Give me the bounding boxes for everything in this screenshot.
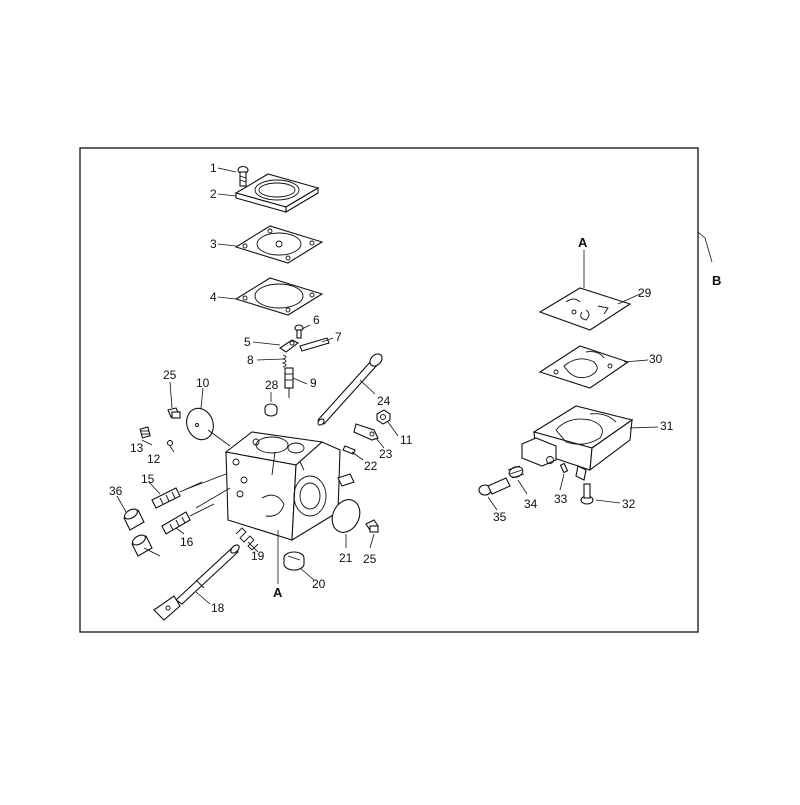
- part-15-adjusting-needle: [151, 481, 203, 509]
- label-6: 6: [313, 313, 320, 327]
- label-11: 11: [400, 433, 413, 447]
- part-3-diaphragm: [234, 225, 324, 264]
- label-25-upper: 25: [163, 368, 177, 382]
- label-33: 33: [554, 492, 568, 506]
- part-33-pin: [559, 462, 569, 474]
- label-25-lower: 25: [363, 552, 377, 566]
- label-1: 1: [210, 161, 217, 175]
- part-7-pin: [299, 337, 330, 352]
- label-18: 18: [211, 601, 225, 615]
- label-22: 22: [364, 459, 378, 473]
- part-19-spring: [235, 527, 259, 551]
- part-30-diaphragm: [538, 345, 630, 389]
- label-10: 10: [196, 376, 210, 390]
- label-28: 28: [265, 378, 279, 392]
- label-12: 12: [147, 452, 161, 466]
- part-12-ball: [166, 439, 174, 447]
- label-31: 31: [660, 419, 674, 433]
- label-7: 7: [335, 330, 342, 344]
- part-labels-right: A 29 30 31 32 33 34 35: [493, 235, 674, 524]
- label-34: 34: [524, 497, 538, 511]
- part-18-throttle-shaft: [153, 544, 240, 621]
- label-3: 3: [210, 237, 217, 251]
- part-24-choke-shaft: [317, 353, 383, 426]
- label-24: 24: [377, 394, 391, 408]
- label-35: 35: [493, 510, 507, 524]
- part-25-screw-lower: [365, 519, 379, 533]
- label-29: 29: [638, 286, 652, 300]
- part-13-screw: [139, 426, 151, 439]
- part-23-lever: [353, 423, 379, 441]
- part-5-lever: [279, 339, 300, 353]
- label-20: 20: [312, 577, 326, 591]
- part-25-screw-upper: [167, 407, 181, 419]
- label-19: 19: [251, 549, 265, 563]
- view-marker-a-left: A: [273, 585, 283, 600]
- label-32: 32: [622, 497, 636, 511]
- part-labels-left: 1 2 3 4 5 6 7 8 9 10 11 12 13 15 16 18 1…: [109, 161, 413, 615]
- label-36-upper: 36: [109, 484, 123, 498]
- part-31-pump-body: [521, 405, 634, 481]
- label-8: 8: [247, 353, 254, 367]
- part-36-cap-lower: [131, 534, 153, 557]
- part-28-plug: [264, 403, 278, 417]
- section-b-leader: [697, 231, 713, 263]
- label-13: 13: [130, 441, 144, 455]
- part-21-choke-plate: [331, 499, 361, 533]
- label-15: 15: [141, 472, 155, 486]
- part-20-filter-screen: [283, 551, 305, 571]
- part-34-spring: [507, 465, 525, 479]
- label-5: 5: [244, 335, 251, 349]
- part-6-screw: [294, 324, 304, 339]
- part-35-screw: [478, 477, 511, 496]
- leader-lines-right: [487, 250, 659, 511]
- part-8-spring: [281, 354, 287, 368]
- leader-lines-left: [116, 167, 399, 605]
- label-23: 23: [379, 447, 393, 461]
- part-4-gasket: [234, 277, 324, 316]
- part-36-cap-upper: [123, 508, 145, 531]
- diagram-frame: [79, 147, 699, 633]
- label-16: 16: [180, 535, 194, 549]
- part-29-gasket: [538, 287, 632, 331]
- part-2-cover: [234, 173, 320, 213]
- part-10-throttle-plate: [186, 407, 214, 441]
- part-11-nut: [376, 409, 391, 425]
- carburetor-body: [224, 431, 355, 542]
- view-marker-a-right: A: [578, 235, 588, 250]
- label-21: 21: [339, 551, 353, 565]
- label-30: 30: [649, 352, 663, 366]
- part-1-screw: [237, 165, 249, 187]
- part-32-screw: [580, 483, 594, 505]
- part-9-needle-valve: [284, 367, 294, 398]
- part-16-adjusting-needle: [161, 503, 215, 535]
- label-2: 2: [210, 187, 217, 201]
- label-9: 9: [310, 376, 317, 390]
- section-b-label: B: [712, 273, 721, 288]
- label-4: 4: [210, 290, 217, 304]
